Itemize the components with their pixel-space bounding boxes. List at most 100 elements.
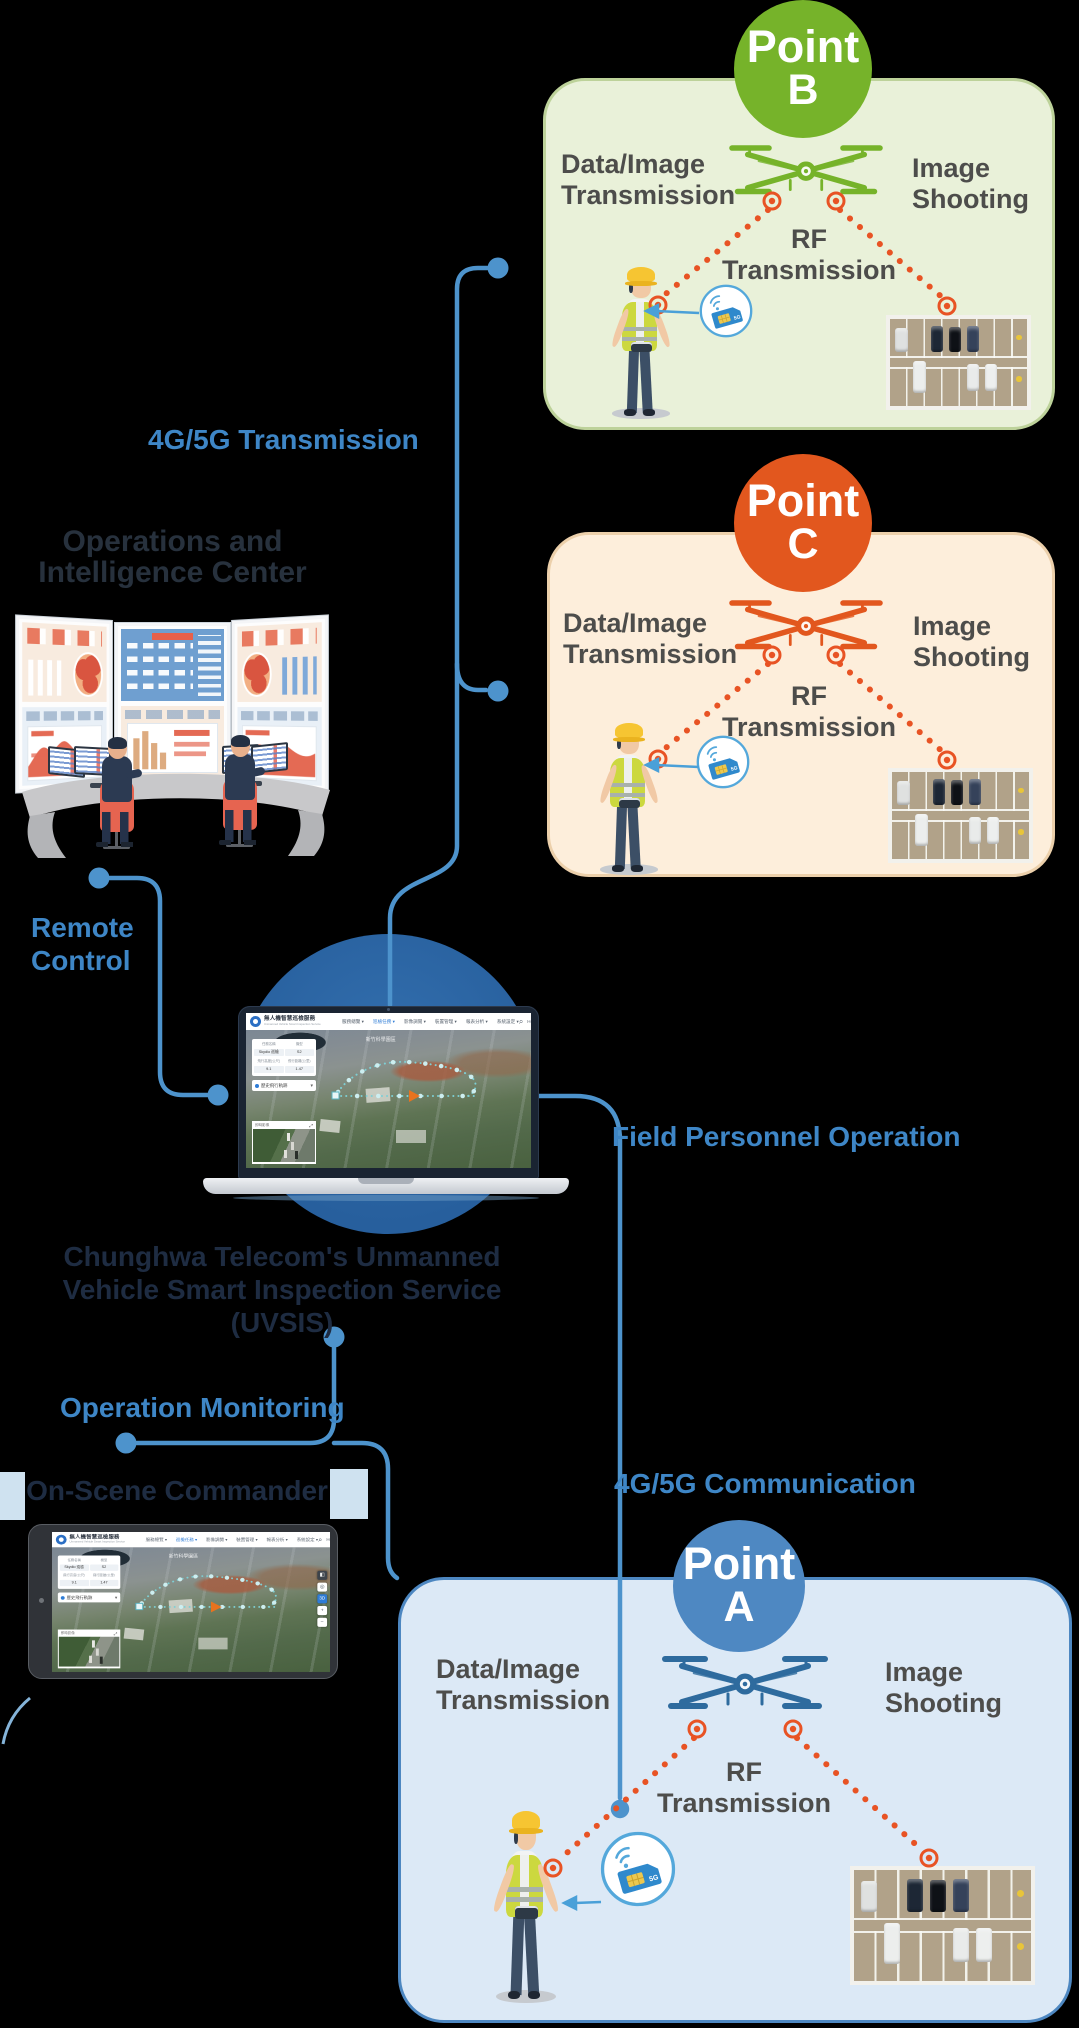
live-video-inset[interactable]: 即時影像 ⤢ (252, 1121, 316, 1164)
stat-value: 9.1 (59, 1579, 89, 1586)
label-field-personnel-operation: Field Personnel Operation (612, 1121, 961, 1152)
figure-shadow (612, 408, 670, 419)
nav-item[interactable]: 影像調閱 ▾ (403, 1018, 426, 1024)
label-image-shooting: Image Shooting (912, 153, 1029, 214)
nav-item[interactable]: 影像調閱 ▾ (206, 1536, 228, 1542)
parked-car (966, 325, 980, 353)
operations-center-illustration (8, 615, 342, 858)
stat-label: 飛行距離(公里) (287, 1059, 311, 1063)
parked-car (968, 778, 982, 806)
figure-shadow (495, 1989, 557, 2003)
stat-label: 飛行高度(公尺) (63, 1573, 86, 1578)
nav-item[interactable]: 系統設定 ▾ (296, 1536, 319, 1542)
5g-sim-icon: 5G (600, 1831, 676, 1907)
safety-helmet-icon (627, 267, 655, 283)
screen-navbar: 無人機智慧巡檢服務 Unmanned Vehicle Smart Inspect… (52, 1532, 330, 1548)
parking-stall-lines (892, 819, 1029, 859)
label-4g5g-communication: 4G/5G Communication (614, 1468, 916, 1499)
parking-stall-lines (854, 1931, 1031, 1981)
parked-car (931, 325, 944, 353)
svg-text:5G: 5G (730, 765, 738, 773)
operator-figure (94, 737, 143, 854)
view-3d-button[interactable]: 3D (317, 1594, 328, 1604)
map-building (198, 1637, 228, 1650)
figure-shadow (600, 864, 658, 875)
nav-item[interactable]: 裝置管理 ▾ (236, 1536, 258, 1542)
zoom-in-button[interactable]: + (317, 1606, 328, 1616)
uvsis-caption: Chunghwa Telecom's Unmanned Vehicle Smar… (62, 1241, 502, 1338)
history-dropdown[interactable]: 歷史飛行軌跡 ▾ (252, 1080, 316, 1091)
parked-car (986, 817, 999, 845)
inset-photo (253, 1129, 315, 1162)
nav-item[interactable]: 巡檢任務 ▾ (372, 1018, 395, 1024)
nav-item[interactable]: 巡檢任務 ▾ (175, 1536, 198, 1542)
safety-helmet-icon (511, 1811, 541, 1831)
screenshot-button[interactable]: ◧ (317, 1570, 328, 1580)
nav-menu: 服務總覽 ▾ 巡檢任務 ▾ 影像調閱 ▾ 裝置管理 ▾ 報表分析 ▾ 系統設定 ▾ (342, 1019, 519, 1025)
operator-point-a (490, 1811, 562, 2003)
5g-sim-icon: 5G (696, 735, 750, 789)
flight-path (331, 1059, 479, 1102)
parked-car (930, 1879, 947, 1913)
nav-menu: 服務總覽 ▾ 巡檢任務 ▾ 影像調閱 ▾ 裝置管理 ▾ 報表分析 ▾ 系統設定 ▾ (146, 1537, 318, 1542)
live-video-inset[interactable]: 即時影像 ⤢ (57, 1629, 121, 1669)
field-operator-figure (607, 267, 675, 419)
nav-item[interactable]: 服務總覽 ▾ (342, 1018, 364, 1024)
nav-item[interactable]: 裝置管理 ▾ (434, 1018, 457, 1024)
sim-badge-point-a: 5G (600, 1831, 676, 1907)
parked-car (953, 1878, 970, 1913)
parking-lot-photo (850, 1866, 1035, 1985)
video-wall-center (115, 623, 230, 783)
stat-label: 任務名稱 (261, 1042, 276, 1046)
user-menu[interactable]: Hester Ta ▾ (527, 1018, 531, 1024)
parking-lot-photo (886, 315, 1031, 410)
parked-car (933, 778, 946, 806)
nav-item[interactable]: 服務總覽 ▾ (145, 1536, 168, 1542)
history-dropdown[interactable]: 歷史飛行軌跡 ▾ (57, 1592, 121, 1603)
parked-car (915, 813, 928, 846)
stat-label: 任務名稱 (67, 1558, 81, 1562)
search-icon[interactable]: ⌕ (518, 1016, 524, 1026)
control-desk (22, 773, 330, 858)
nav-item[interactable]: 報表分析 ▾ (266, 1536, 288, 1542)
on-scene-commander-title: On-Scene Commander (26, 1475, 328, 1506)
drone-icon (662, 1656, 828, 1709)
locate-button[interactable]: ◎ (317, 1582, 328, 1592)
connector-4g5g-trunk (387, 265, 490, 1008)
parked-car (984, 364, 997, 392)
drone-controller (618, 798, 640, 809)
label-rf-transmission: RF Transmission (721, 681, 897, 742)
nav-item[interactable]: 系統設定 ▾ (496, 1018, 519, 1024)
label-data-image-transmission: Data/Image Transmission (563, 608, 738, 669)
connector-point-c-branch (454, 661, 489, 693)
webcam-icon (387, 1008, 390, 1011)
expand-icon: ⤢ (113, 1631, 118, 1636)
operations-center-title: Operations and Intelligence Center (38, 525, 307, 589)
user-menu[interactable]: Hester Ta ▾ (326, 1536, 330, 1542)
inset-photo (58, 1636, 120, 1667)
5g-sim-icon: 5G (699, 284, 753, 338)
stat-value: 9.1 (254, 1065, 284, 1073)
label-data-image-transmission: Data/Image Transmission (436, 1654, 611, 1715)
parked-car (913, 360, 926, 393)
drone-icon (729, 145, 883, 195)
map-controls: ◧ ◎ 3D + − (317, 1570, 328, 1627)
operator-figure (217, 735, 266, 852)
stat-value: 1.47 (284, 1065, 314, 1073)
stat-value: S2 (89, 1564, 119, 1571)
search-icon[interactable]: ⌕ (318, 1535, 323, 1544)
zoom-out-button[interactable]: − (317, 1617, 328, 1627)
parked-car (968, 817, 982, 845)
parked-car (884, 1923, 900, 1965)
label-operation-monitoring: Operation Monitoring (60, 1392, 345, 1423)
nav-item[interactable]: 報表分析 ▾ (465, 1018, 488, 1024)
svg-text:5G: 5G (649, 1874, 660, 1883)
